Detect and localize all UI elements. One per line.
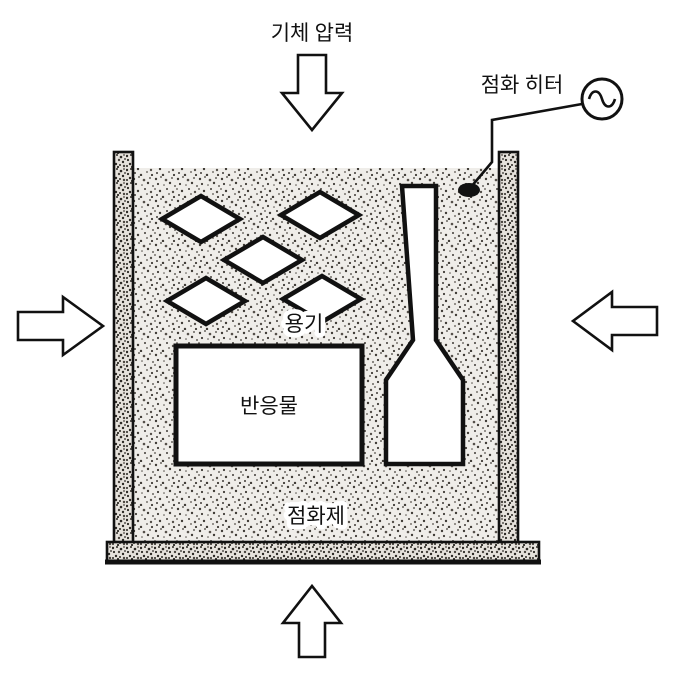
reactant-box [173, 343, 365, 467]
vessel-left-wall [112, 150, 135, 556]
gas-pressure-label: 기체 압력 [271, 21, 354, 45]
reactant-pellet [278, 273, 366, 325]
pressure-arrow-bottom [280, 583, 344, 659]
reactant-pellet [276, 189, 364, 241]
pressure-arrow-left [16, 294, 106, 358]
ignition-agent-label: 점화제 [287, 504, 345, 528]
ignition-heater-label: 점화 히터 [481, 73, 564, 97]
ignition-point [458, 183, 480, 197]
vessel-bottom [105, 540, 541, 564]
reactant-pellet [162, 275, 250, 327]
container-label: 용기 [285, 312, 324, 336]
reactant-label: 반응물 [240, 394, 298, 418]
pressure-arrow-top [279, 53, 345, 133]
reactant-pellet [157, 193, 245, 245]
pressure-arrow-right [570, 289, 659, 353]
vessel-right-wall [497, 150, 520, 556]
container-vessel [383, 183, 466, 467]
reactant-pellet [219, 234, 307, 286]
ac-sine-icon [587, 90, 617, 108]
heater-wire [470, 102, 583, 188]
